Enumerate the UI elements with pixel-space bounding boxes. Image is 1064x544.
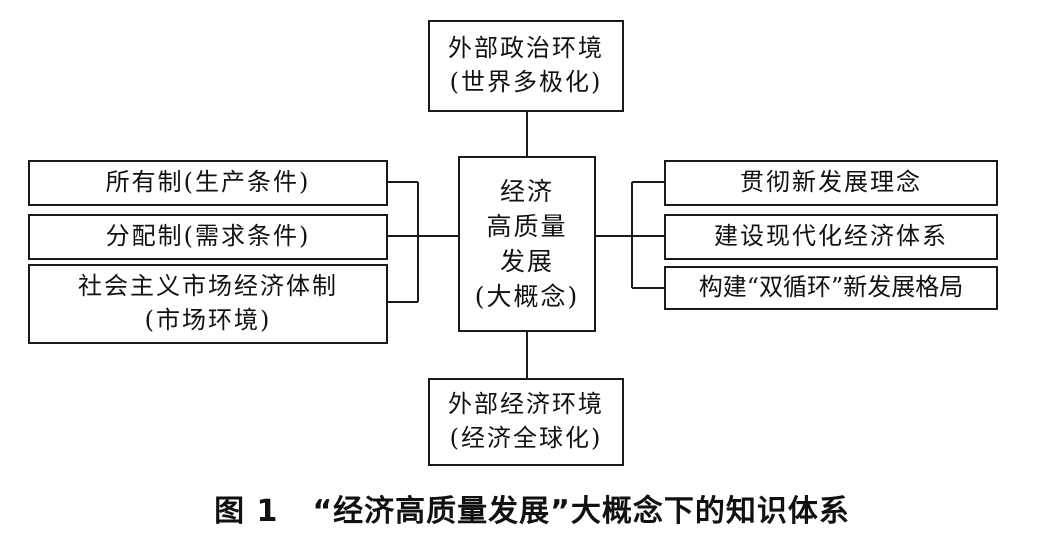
figure-caption: 图 1 “经济高质量发展”大概念下的知识体系 (0, 486, 1064, 530)
node-left-3-line-2: (市场环境) (144, 306, 272, 334)
figure-number: 图 1 (214, 494, 279, 529)
node-right-dual-circulation: 构建“双循环”新发展格局 (664, 266, 998, 310)
node-right-3-text: 构建“双循环”新发展格局 (698, 273, 964, 302)
node-right-new-development-concept: 贯彻新发展理念 (664, 160, 998, 206)
node-top-line-1: 外部政治环境 (448, 34, 604, 63)
node-left-2-text: 分配制(需求条件) (105, 222, 311, 251)
figure-title: “经济高质量发展”大概念下的知识体系 (312, 494, 850, 529)
node-left-market-economy: 社会主义市场经济体制 (市场环境) (28, 264, 388, 344)
node-center-line-1: 经济 (499, 177, 554, 206)
node-left-1-text: 所有制(生产条件) (105, 168, 311, 197)
node-center-line-3: 发展 (499, 247, 554, 276)
node-center-line-2: 高质量 (486, 212, 568, 241)
node-right-modern-economic-system: 建设现代化经济体系 (664, 214, 998, 260)
node-left-ownership: 所有制(生产条件) (28, 160, 388, 206)
node-bottom-line-2: (经济全球化) (449, 424, 603, 452)
node-right-2-text: 建设现代化经济体系 (714, 222, 948, 251)
node-center-high-quality-development: 经济 高质量 发展 (大概念) (458, 156, 596, 332)
node-bottom-line-1: 外部经济环境 (448, 390, 604, 419)
node-left-3-line-1: 社会主义市场经济体制 (78, 272, 338, 301)
node-top-line-2: (世界多极化) (449, 68, 603, 96)
node-top-political-environment: 外部政治环境 (世界多极化) (428, 20, 624, 112)
node-bottom-economic-environment: 外部经济环境 (经济全球化) (428, 378, 624, 466)
node-left-distribution: 分配制(需求条件) (28, 214, 388, 260)
node-center-line-4: (大概念) (474, 282, 580, 311)
node-right-1-text: 贯彻新发展理念 (740, 168, 922, 197)
